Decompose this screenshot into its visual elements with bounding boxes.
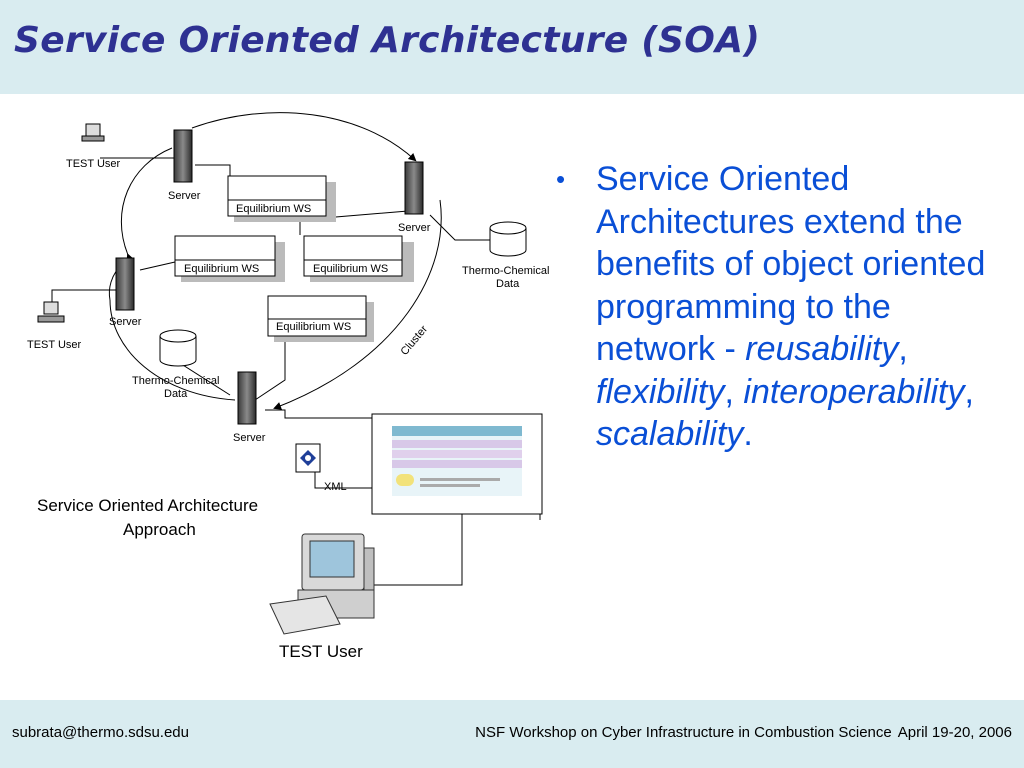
xml-document-icon: XML	[295, 443, 347, 493]
test-user-bottom-label: TEST User	[279, 642, 363, 661]
footer-email: subrata@thermo.sdsu.edu	[12, 724, 189, 741]
bullet-sep-2: ,	[724, 372, 744, 411]
ws-box-3: Equilibrium WS	[303, 235, 414, 282]
title-bar: Service Oriented Architecture (SOA)	[0, 0, 1024, 94]
thermo-right-line2: Data	[496, 278, 520, 290]
thermo-left-line1: Thermo-Chemical	[132, 375, 219, 387]
ws-box-1: Equilibrium WS	[227, 175, 336, 222]
bullet-interoperability: interoperability	[743, 372, 965, 411]
server-mid-left: Server	[109, 257, 142, 328]
ws-1-label: Equilibrium WS	[236, 203, 311, 215]
diagram-caption-line2: Approach	[123, 520, 196, 539]
bullet-scalability: scalability	[596, 415, 744, 453]
cluster-label: Cluster	[399, 323, 431, 358]
bullet-flexibility: flexibility	[596, 372, 725, 411]
thermo-right-line1: Thermo-Chemical	[462, 265, 549, 277]
ws-2-label: Equilibrium WS	[184, 263, 259, 275]
server-bottom-label: Server	[233, 432, 266, 444]
xml-label: XML	[324, 481, 347, 493]
bullet-dot-icon: •	[556, 164, 566, 194]
bullet-sep-1: ,	[898, 330, 908, 368]
bullet-sep-3: ,	[964, 372, 974, 411]
server-bottom: Server	[233, 371, 266, 444]
cluster-arcs	[108, 112, 442, 410]
desktop-computer-icon: TEST User	[269, 533, 375, 661]
server-top-left-label: Server	[168, 190, 201, 202]
server-top-left: Server	[168, 129, 201, 202]
diagram-caption-line1: Service Oriented Architecture	[37, 496, 258, 515]
test-user-top-label: TEST User	[66, 158, 121, 170]
footer-right: NSF Workshop on Cyber Infrastructure in …	[469, 724, 1012, 741]
bullet-point: • Service Oriented Architectures extend …	[556, 158, 1006, 456]
footer-workshop: NSF Workshop on Cyber Infrastructure in …	[475, 724, 892, 741]
test-user-top: TEST User	[66, 123, 121, 170]
test-user-mid-label: TEST User	[27, 339, 82, 351]
ws-box-2: Equilibrium WS	[174, 235, 285, 282]
bullet-main-text: Service Oriented Architectures extend th…	[596, 160, 986, 368]
thermo-data-left: Thermo-Chemical Data	[132, 329, 219, 400]
footer-date: April 19-20, 2006	[897, 724, 1012, 741]
slide-title: Service Oriented Architecture (SOA)	[14, 20, 761, 61]
server-mid-left-label: Server	[109, 316, 142, 328]
bullet-end: .	[743, 415, 753, 453]
test-user-mid: TEST User	[27, 301, 82, 351]
footer-bar	[0, 700, 1024, 768]
ws-4-label: Equilibrium WS	[276, 321, 351, 333]
ws-3-label: Equilibrium WS	[313, 263, 388, 275]
ws-box-4: Equilibrium WS	[267, 295, 374, 342]
thermo-left-line2: Data	[164, 388, 188, 400]
web-app-screenshot	[371, 413, 543, 515]
bullet-text: Service Oriented Architectures extend th…	[596, 158, 1006, 456]
server-top-right: Server	[398, 161, 431, 234]
server-top-right-label: Server	[398, 222, 431, 234]
bullet-reusability: reusability	[745, 330, 899, 368]
thermo-data-right: Thermo-Chemical Data	[462, 221, 549, 290]
